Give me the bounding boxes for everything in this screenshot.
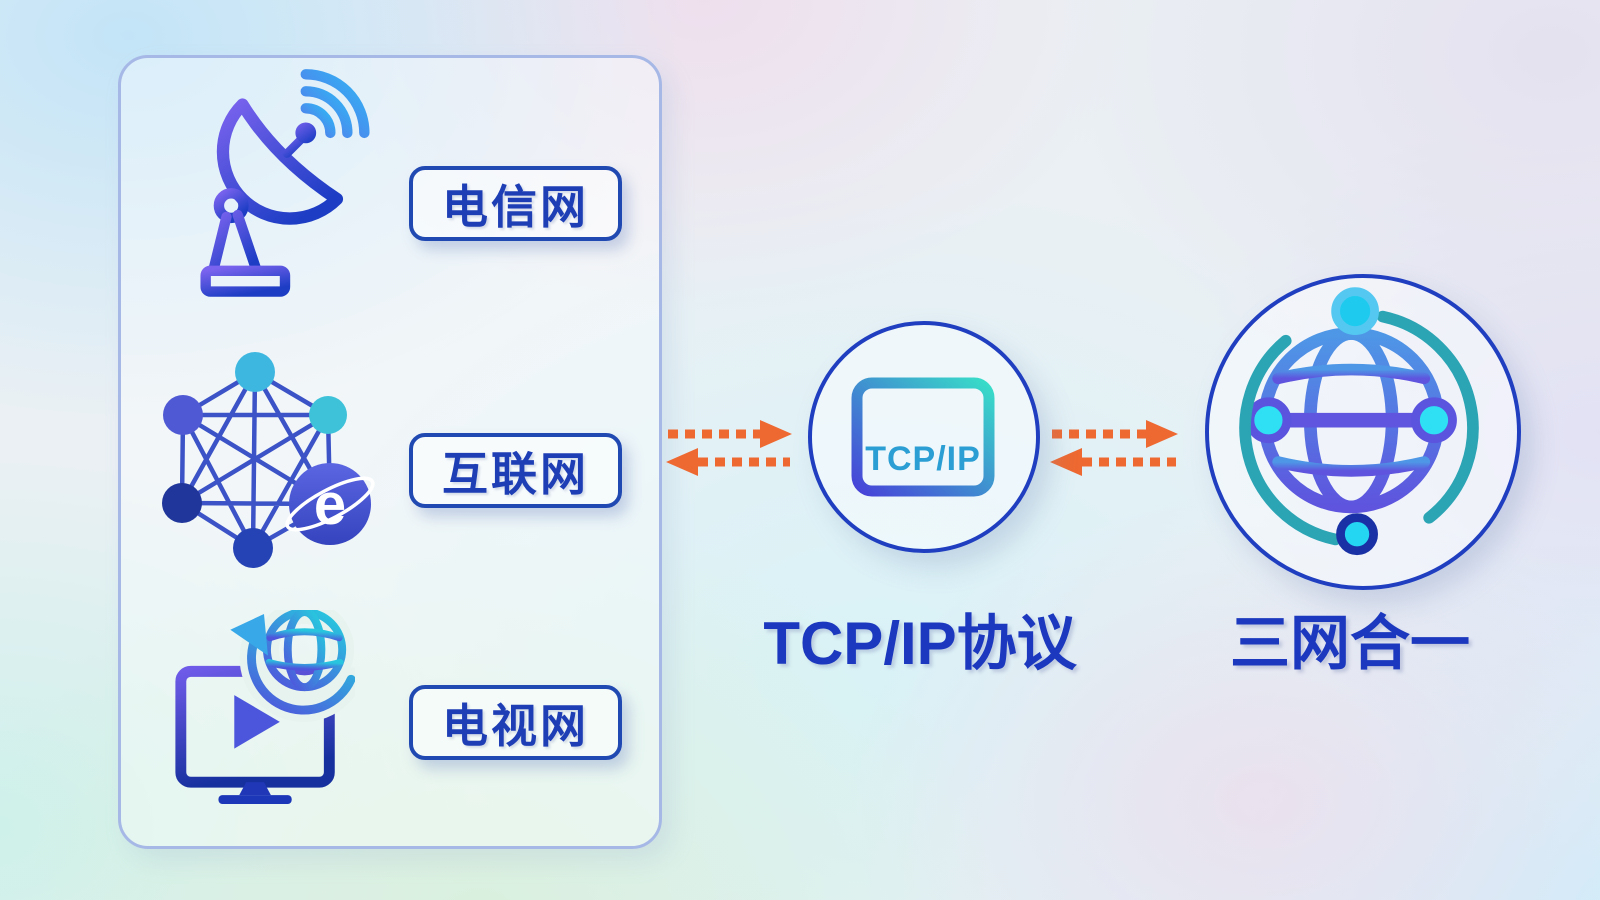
dashed-arrow-right-pair-top [1052,420,1178,448]
converged-caption: 三网合一 [1230,610,1470,677]
ie-browser-icon: e [285,463,375,545]
dashed-arrow-right-left-pair-top [668,420,792,448]
dashed-arrow-left-pair-bottom [666,448,790,476]
tv-network-icon [175,610,355,805]
label-telecom-network: 电信网 [409,166,622,241]
converged-network-node [1205,274,1521,590]
satellite-dish-icon [200,69,370,297]
label-tv-text: 电视网 [442,699,589,752]
label-internet-text: 互联网 [442,447,589,500]
dashed-arrow-left-pair-bottom2 [1050,448,1176,476]
tcpip-caption: TCP/IP协议 [763,610,1077,677]
label-telecom-text: 电信网 [442,180,589,233]
mesh-edges [179,370,333,550]
orbit-dot-top [1331,287,1379,335]
mesh-network-icon: e [162,352,375,568]
converged-globe-icon [1239,287,1479,556]
tcpip-card-icon: TCP/IP [851,377,995,497]
label-internet-network: 互联网 [409,433,622,508]
tcpip-protocol-node: TCP/IP [808,321,1040,553]
tcpip-badge-text: TCP/IP [865,440,981,478]
globe-refresh-icon [247,610,355,715]
orbit-dot-bottom [1336,513,1378,556]
orbit-arcs [1239,310,1479,546]
label-tv-network: 电视网 [409,685,622,760]
